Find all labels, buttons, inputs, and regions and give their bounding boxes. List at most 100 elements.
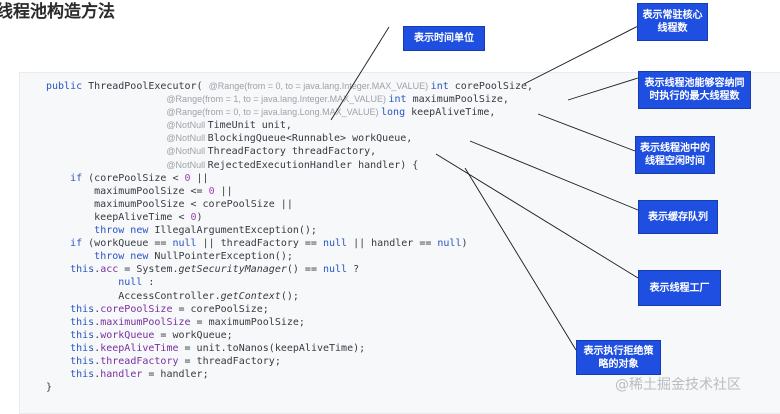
code-token: ) [196,211,203,223]
code-token: null [323,264,348,276]
code-line: } [46,381,533,394]
code-line: @Range(from = 0, to = java.lang.Long.MAX… [46,106,533,119]
callout-time-unit: 表示时间单位 [403,26,485,51]
code-token: RejectedExecutionHandler handler) { [207,159,419,171]
code-token: ? [347,264,360,276]
code-token: workQueue [100,329,155,341]
code-token: maximumPoolSize <= [46,185,209,197]
code-token: . [94,355,101,367]
code-token: . [94,369,101,381]
code-token: @Range(from = 0, to = java.lang.Long.MAX… [166,107,382,118]
code-line: null : [46,276,533,289]
code-token: maximumPoolSize, [412,94,509,106]
code-token: throw new [94,225,155,237]
code-line: this.threadFactory = threadFactory; [46,355,533,368]
code-line: if (workQueue == null || threadFactory =… [46,237,533,250]
code-line: public ThreadPoolExecutor( @Range(from =… [46,80,533,93]
code-line: @NotNull RejectedExecutionHandler handle… [46,159,533,172]
code-token: IllegalArgumentException(); [154,225,317,237]
code-token: keepAliveTime [100,342,179,354]
page-title: 线程池构造方法 [0,2,115,22]
code-token: null [322,238,348,250]
code-token: this [70,264,95,276]
code-token: ThreadPoolExecutor( [88,81,209,92]
code-token: @NotNull [166,146,208,157]
code-token: int [388,94,413,106]
code-token: . [94,342,101,354]
connector-time-unit [330,26,390,121]
code-token: corePoolSize, [454,81,534,92]
code-token: || [214,185,233,197]
code-token: corePoolSize [100,303,173,315]
code-token: acc [100,264,119,276]
code-token: maximumPoolSize [100,316,191,328]
code-token: handler [100,369,143,381]
code-token: public [46,81,89,92]
callout-work-queue: 表示缓存队列 [638,200,718,234]
code-block: public ThreadPoolExecutor( @Range(from =… [46,80,533,394]
code-token: (workQueue == [88,238,173,250]
code-token: getContext [220,290,281,302]
code-line: this.keepAliveTime = unit.toNanos(keepAl… [46,342,533,355]
code-token: keepAliveTime, [411,107,496,119]
code-token: () == [286,264,323,276]
code-token: null [118,277,143,289]
code-token: if [70,238,89,250]
code-token: . [94,329,101,341]
code-token: null [172,238,197,250]
code-line: this.maximumPoolSize = maximumPoolSize; [46,316,533,329]
code-token: = corePoolSize; [172,303,269,315]
code-line: @NotNull ThreadFactory threadFactory, [46,145,533,158]
code-line: if (corePoolSize < 0 || [46,172,533,185]
code-token: @NotNull [166,133,208,144]
code-token: threadFactory [100,355,179,367]
code-token: AccessController. [46,290,221,302]
code-token: this [70,369,95,381]
code-token: || [190,172,209,184]
code-token: = maximumPoolSize; [190,316,305,328]
code-line: this.workQueue = workQueue; [46,329,533,342]
code-token: (corePoolSize < [88,172,185,184]
code-token: keepAliveTime < [46,211,191,223]
code-token: null [437,238,462,250]
code-token: . [94,303,101,315]
code-token: long [381,107,412,119]
code-token: throw new [94,251,155,263]
code-token: getSecurityManager [178,264,287,276]
connector-max-pool-size [567,77,639,101]
code-token: || threadFactory == [196,238,323,250]
code-token: = System. [118,264,179,276]
code-token: TimeUnit unit, [207,120,292,132]
code-token: = unit.toNanos(keepAliveTime); [178,342,366,354]
code-line: @NotNull BlockingQueue<Runnable> workQue… [46,132,533,145]
code-line: @Range(from = 1, to = java.lang.Integer.… [46,93,533,106]
code-token: this [70,329,95,341]
code-token: || handler == [347,238,438,250]
connector-core-pool-size [523,22,645,85]
code-line: keepAliveTime < 0) [46,211,533,224]
code-token: = workQueue; [154,329,233,341]
watermark: @稀土掘金技术社区 [615,377,741,393]
code-token: @Range(from = 1, to = java.lang.Integer.… [166,94,389,105]
connector-keep-alive [537,113,636,152]
code-line: this.corePoolSize = corePoolSize; [46,303,533,316]
code-token: this [70,316,95,328]
code-line: this.handler = handler; [46,368,533,381]
code-token: this [70,342,95,354]
code-line: throw new IllegalArgumentException(); [46,224,533,237]
code-token: 0 [208,185,215,197]
code-line: maximumPoolSize < corePoolSize || [46,198,533,211]
callout-handler: 表示执行拒绝策略的对象 [576,340,661,375]
callout-thread-factory: 表示线程工厂 [638,270,721,306]
code-token: @Range(from = 0, to = java.lang.Integer.… [208,81,431,91]
code-token: this [70,355,95,367]
code-line: @NotNull TimeUnit unit, [46,119,533,132]
code-line: throw new NullPointerException(); [46,250,533,263]
code-token: @NotNull [166,120,208,131]
code-token: 0 [190,211,197,223]
connector-thread-factory [435,153,639,279]
code-token: ) [461,238,468,250]
code-token: this [70,303,95,315]
code-token: ThreadFactory threadFactory, [207,146,377,158]
connector-handler [464,167,577,351]
